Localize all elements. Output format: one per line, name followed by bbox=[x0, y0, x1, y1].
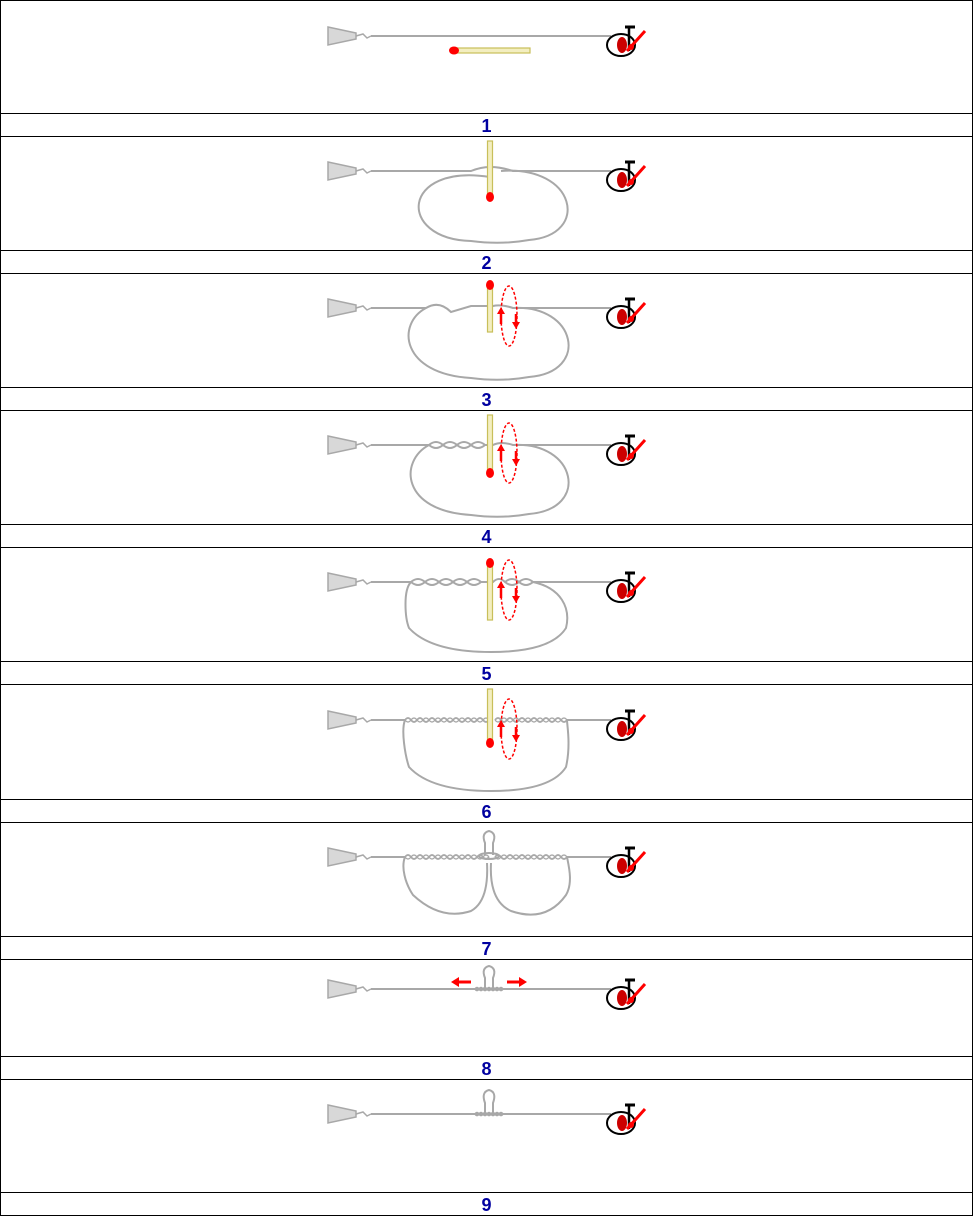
twist-wraps bbox=[474, 986, 504, 992]
needle-icon bbox=[449, 46, 531, 55]
line-loop bbox=[404, 581, 569, 654]
fishing-reel-icon bbox=[606, 25, 647, 57]
step-4: 4 bbox=[1, 411, 972, 548]
dropper-loop bbox=[478, 829, 500, 860]
fishing-reel-icon bbox=[606, 1103, 647, 1135]
pull-right-arrow bbox=[507, 977, 527, 987]
wrap-direction-arrows bbox=[497, 559, 520, 621]
rod-tip-icon bbox=[327, 161, 372, 181]
needle-icon bbox=[486, 414, 494, 478]
twist-wraps-under bbox=[404, 854, 568, 860]
line-loop bbox=[417, 169, 569, 244]
twist-wraps-under bbox=[404, 717, 568, 723]
step-label: 2 bbox=[1, 251, 972, 274]
fishing-reel-icon bbox=[606, 434, 647, 466]
step-3: 3 bbox=[1, 274, 972, 411]
step-label: 6 bbox=[1, 800, 972, 823]
step-9-illustration bbox=[1, 1080, 972, 1193]
line-loop bbox=[402, 719, 570, 793]
main-line bbox=[371, 441, 611, 449]
wrap-direction-arrows bbox=[497, 285, 520, 347]
step-label: 5 bbox=[1, 662, 972, 685]
step-8-illustration bbox=[1, 960, 972, 1057]
twist-wraps bbox=[474, 1111, 504, 1117]
line-loop-left bbox=[402, 856, 489, 915]
main-line bbox=[371, 303, 611, 314]
step-4-illustration bbox=[1, 411, 972, 525]
step-1-illustration bbox=[1, 1, 972, 114]
dropper-loop bbox=[482, 964, 496, 989]
step-label: 1 bbox=[1, 114, 972, 137]
step-6-illustration bbox=[1, 685, 972, 800]
step-label: 3 bbox=[1, 388, 972, 411]
step-label: 4 bbox=[1, 525, 972, 548]
twist-wraps bbox=[410, 578, 534, 586]
needle-icon bbox=[486, 140, 494, 202]
fishing-reel-icon bbox=[606, 297, 647, 329]
step-7-illustration bbox=[1, 823, 972, 937]
rod-tip-icon bbox=[327, 572, 372, 592]
rod-tip-icon bbox=[327, 435, 372, 455]
rod-tip-icon bbox=[327, 847, 372, 867]
line-loop-right bbox=[489, 856, 571, 916]
step-8: 8 bbox=[1, 960, 972, 1080]
step-6: 6 bbox=[1, 685, 972, 823]
fishing-reel-icon bbox=[606, 978, 647, 1010]
fishing-reel-icon bbox=[606, 571, 647, 603]
needle-icon bbox=[486, 558, 494, 621]
pull-left-arrow bbox=[451, 977, 471, 987]
step-5-illustration bbox=[1, 548, 972, 662]
needle-icon bbox=[486, 280, 494, 333]
wrap-direction-arrows bbox=[497, 422, 520, 484]
step-1: 1 bbox=[1, 1, 972, 137]
line-loop bbox=[407, 306, 570, 381]
step-label: 8 bbox=[1, 1057, 972, 1080]
step-5: 5 bbox=[1, 548, 972, 685]
step-2-illustration bbox=[1, 137, 972, 251]
rod-tip-icon bbox=[327, 979, 372, 999]
rod-tip-icon bbox=[327, 26, 372, 46]
line-loop bbox=[409, 443, 570, 518]
step-label: 7 bbox=[1, 937, 972, 960]
step-9: 9 bbox=[1, 1080, 972, 1216]
twist-wraps bbox=[428, 441, 486, 449]
rod-tip-icon bbox=[327, 710, 372, 730]
step-7: 7 bbox=[1, 823, 972, 960]
needle-icon bbox=[486, 688, 494, 748]
fishing-reel-icon bbox=[606, 709, 647, 741]
wrap-direction-arrows bbox=[497, 698, 520, 760]
fishing-reel-icon bbox=[606, 846, 647, 878]
step-3-illustration bbox=[1, 274, 972, 388]
fishing-reel-icon bbox=[606, 160, 647, 192]
step-2: 2 bbox=[1, 137, 972, 274]
rod-tip-icon bbox=[327, 298, 372, 318]
dropper-loop bbox=[482, 1088, 496, 1114]
rod-tip-icon bbox=[327, 1104, 372, 1124]
step-label: 9 bbox=[1, 1193, 972, 1216]
